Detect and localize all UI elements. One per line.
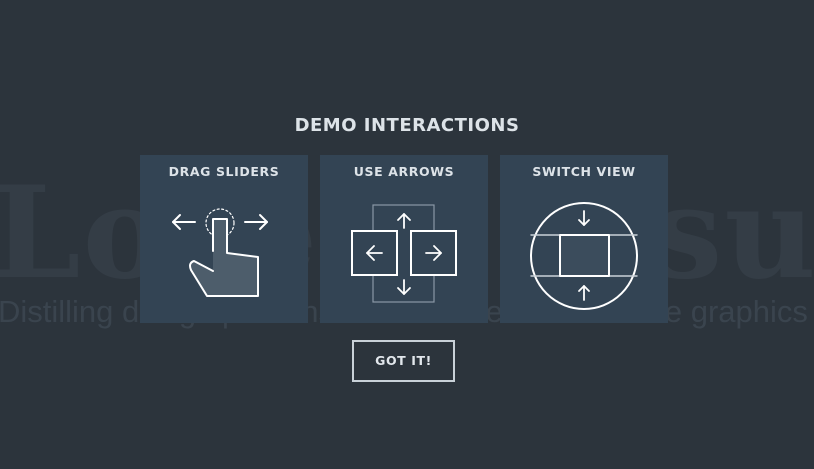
card-drag-sliders: DRAG SLIDERS (140, 155, 308, 323)
arrow-keys-icon (351, 204, 457, 303)
card-label: SWITCH VIEW (532, 164, 636, 179)
drag-hand-icon (172, 208, 268, 297)
card-label: USE ARROWS (353, 164, 455, 179)
switch-view-icon (530, 202, 638, 310)
card-label: DRAG SLIDERS (168, 164, 280, 179)
modal-title: DEMO INTERACTIONS (294, 115, 520, 136)
card-switch-view: SWITCH VIEW (500, 155, 668, 323)
card-use-arrows: USE ARROWS (320, 155, 488, 323)
got-it-button[interactable]: GOT IT! (352, 340, 455, 382)
